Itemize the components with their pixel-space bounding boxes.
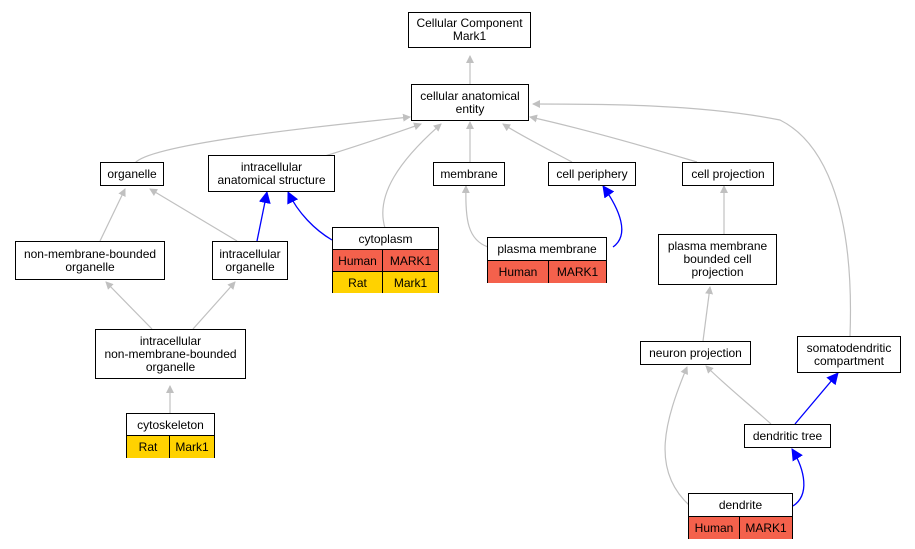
edge-cell-periphery-to-cae (502, 123, 573, 163)
gene-cell: Mark1 (382, 272, 438, 293)
node-label-line2: entity (455, 101, 485, 116)
edge-somatodendritic-to-cae (532, 100, 852, 337)
edge-dendrite-to-neuron-projection (664, 366, 691, 507)
species-cell: Human (338, 253, 377, 268)
species-cell: Rat (348, 275, 367, 290)
edge-dendrite-part-of-dendritic-tree (791, 448, 805, 507)
node-cellular-anatomical-entity[interactable]: cellular anatomical entity (411, 84, 529, 121)
node-label-line2: Mark1 (452, 29, 487, 43)
node-label-line2: non-membrane-bounded (104, 346, 237, 361)
node-dendrite[interactable]: dendrite Human MARK1 (688, 493, 793, 539)
species-row-rat: Rat Mark1 (127, 436, 214, 458)
node-title: plasma membrane (488, 238, 606, 261)
node-label-line1: plasma membrane (667, 239, 768, 253)
node-label-line3: projection (691, 265, 744, 279)
gene-cell: MARK1 (548, 261, 606, 283)
node-label: cell periphery (556, 166, 628, 181)
edge-neuron-projection-to-pmbcp (702, 286, 714, 342)
node-label-line3: organelle (145, 359, 196, 374)
node-label-line2: anatomical structure (217, 172, 326, 187)
node-label: cell projection (691, 166, 765, 181)
node-label-line1: intracellular (139, 333, 202, 348)
node-label-line2: organelle (225, 259, 275, 274)
species-row-rat: Rat Mark1 (333, 271, 438, 293)
node-title: cytoplasm (333, 228, 438, 250)
node-cytoplasm[interactable]: cytoplasm Human MARK1 Rat Mark1 (332, 227, 439, 293)
edge-nmbo-to-organelle (99, 188, 126, 242)
edge-inmbo-to-io (192, 281, 236, 330)
species-row-human: Human MARK1 (488, 261, 606, 283)
node-plasma-membrane-bounded-cell-projection[interactable]: plasma membrane bounded cell projection (658, 234, 777, 285)
species-row-human: Human MARK1 (333, 250, 438, 271)
node-title: dendrite (689, 494, 792, 517)
node-label: membrane (440, 166, 498, 181)
node-somatodendritic-compartment[interactable]: somatodendritic compartment (797, 336, 901, 373)
species-row-human: Human MARK1 (689, 517, 792, 539)
node-intracellular-non-membrane-bounded-organelle[interactable]: intracellular non-membrane-bounded organ… (95, 329, 246, 379)
edge-io-part-of-ias (256, 191, 271, 242)
node-label: organelle (107, 166, 157, 181)
edge-dendritic-tree-to-neuron-projection (705, 365, 772, 425)
node-title: cytoskeleton (127, 414, 214, 436)
edge-dendritic-tree-part-of-somatodendritic (794, 372, 839, 425)
gene-cell: Mark1 (169, 436, 214, 458)
node-label-line1: intracellular (240, 159, 303, 174)
node-dendritic-tree[interactable]: dendritic tree (744, 424, 831, 448)
node-plasma-membrane[interactable]: plasma membrane Human MARK1 (487, 237, 607, 283)
node-label: neuron projection (649, 345, 742, 360)
edge-plasma-membrane-to-membrane (461, 185, 489, 248)
node-non-membrane-bounded-organelle[interactable]: non-membrane-bounded organelle (15, 241, 165, 280)
node-neuron-projection[interactable]: neuron projection (640, 341, 751, 365)
node-intracellular-organelle[interactable]: intracellular organelle (212, 241, 288, 280)
node-label-line1: cellular anatomical (420, 88, 520, 103)
species-cell: Rat (138, 440, 158, 454)
node-cellular-component-mark1[interactable]: Cellular Component Mark1 (408, 12, 531, 48)
species-cell: Human (694, 521, 734, 535)
species-cell: Human (498, 265, 538, 279)
edge-cytoplasm-to-cae (382, 123, 442, 229)
edge-cell-projection-to-cae (529, 114, 698, 163)
node-intracellular-anatomical-structure[interactable]: intracellular anatomical structure (208, 155, 335, 192)
edge-inmbo-to-nmbo (105, 281, 153, 330)
node-label-line1: Cellular Component (416, 16, 523, 30)
node-membrane[interactable]: membrane (433, 162, 505, 186)
node-cell-periphery[interactable]: cell periphery (548, 162, 636, 186)
edge-cytoplasm-part-of-ias (287, 191, 333, 241)
node-label-line1: somatodendritic (806, 340, 892, 355)
edge-ias-to-cae (324, 122, 422, 157)
node-organelle[interactable]: organelle (100, 162, 164, 186)
edge-organelle-to-cae (134, 113, 411, 164)
node-label-line1: intracellular (219, 246, 281, 261)
node-cytoskeleton[interactable]: cytoskeleton Rat Mark1 (126, 413, 215, 458)
node-label-line2: organelle (65, 259, 115, 274)
node-cell-projection[interactable]: cell projection (682, 162, 774, 186)
node-label-line2: compartment (813, 353, 885, 368)
gene-cell: MARK1 (739, 517, 792, 539)
gene-cell: MARK1 (382, 250, 438, 271)
node-label: dendritic tree (752, 428, 823, 443)
node-label-line2: bounded cell (683, 252, 752, 266)
edge-plasma-membrane-part-of-cell-periphery (602, 185, 623, 248)
node-label-line1: non-membrane-bounded (23, 246, 157, 261)
edge-io-to-organelle (149, 188, 238, 242)
